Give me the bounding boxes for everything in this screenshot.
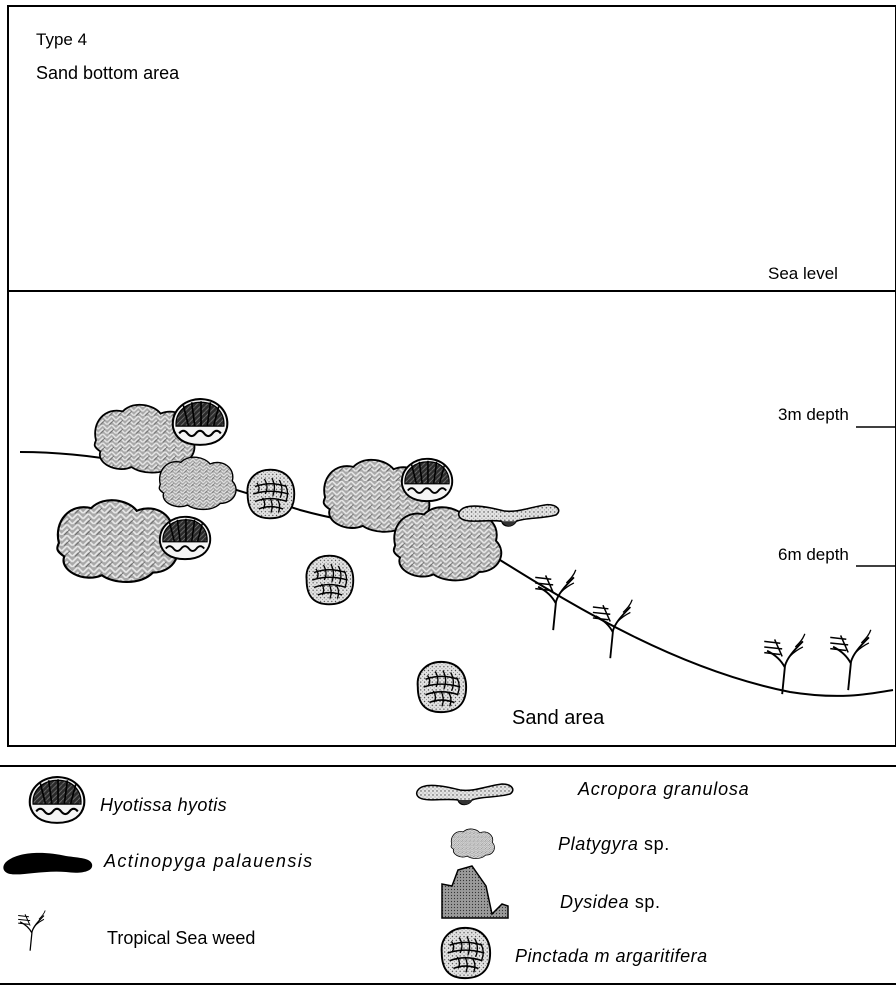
seaweed-3 bbox=[764, 634, 805, 694]
platygyra-coral-2 bbox=[159, 457, 236, 509]
seaweed-2 bbox=[593, 600, 632, 659]
legend-acropora-text: Acropora granulosa bbox=[578, 779, 750, 799]
legend-actinopyga-label: Actinopyga palauensis bbox=[104, 851, 314, 872]
legend-platygyra-genus: Platygyra bbox=[558, 834, 638, 854]
legend-platygyra-icon bbox=[451, 829, 495, 859]
hyotissa-oyster-3 bbox=[402, 459, 452, 501]
legend-acropora-label: Acropora granulosa bbox=[578, 779, 750, 800]
legend-hyotissa-text: Hyotissa hyotis bbox=[100, 795, 227, 815]
legend-pinctada-icon bbox=[442, 928, 491, 978]
area-title: Sand bottom area bbox=[36, 63, 179, 84]
legend-platygyra-suffix: sp. bbox=[638, 834, 669, 854]
legend-pinctada-label: Pinctada m argaritifera bbox=[515, 946, 708, 967]
hyotissa-oyster-1 bbox=[173, 399, 228, 445]
sand-area-label: Sand area bbox=[512, 707, 604, 730]
legend-platygyra-label: Platygyra sp. bbox=[558, 834, 670, 855]
sea-level-label: Sea level bbox=[768, 264, 838, 284]
pinctada-oyster-1 bbox=[247, 470, 294, 519]
seaweed-1 bbox=[535, 570, 576, 630]
legend-pinctada-text: Pinctada m argaritifera bbox=[515, 946, 708, 966]
legend-actinopyga-text: Actinopyga palauensis bbox=[104, 851, 314, 871]
legend-dysidea-genus: Dysidea bbox=[560, 892, 629, 912]
legend-dysidea-suffix: sp. bbox=[629, 892, 660, 912]
legend-acropora-icon bbox=[417, 784, 513, 805]
seaweed-4 bbox=[830, 630, 871, 690]
depth-6m-label: 6m depth bbox=[778, 545, 849, 565]
pinctada-oyster-3 bbox=[418, 662, 467, 712]
legend-dysidea-label: Dysidea sp. bbox=[560, 892, 661, 913]
pinctada-oyster-2 bbox=[306, 556, 353, 605]
type-label: Type 4 bbox=[36, 30, 87, 50]
depth-3m-label: 3m depth bbox=[778, 405, 849, 425]
legend-seaweed-icon bbox=[18, 911, 45, 951]
hyotissa-oyster-2 bbox=[160, 517, 210, 559]
legend-hyotissa-icon bbox=[30, 777, 85, 823]
diagram-frame bbox=[8, 6, 896, 746]
legend-actinopyga-icon bbox=[3, 853, 92, 875]
legend-hyotissa-label: Hyotissa hyotis bbox=[100, 795, 227, 816]
legend-seaweed-label: Tropical Sea weed bbox=[107, 928, 255, 949]
legend-dysidea-icon bbox=[442, 866, 508, 918]
